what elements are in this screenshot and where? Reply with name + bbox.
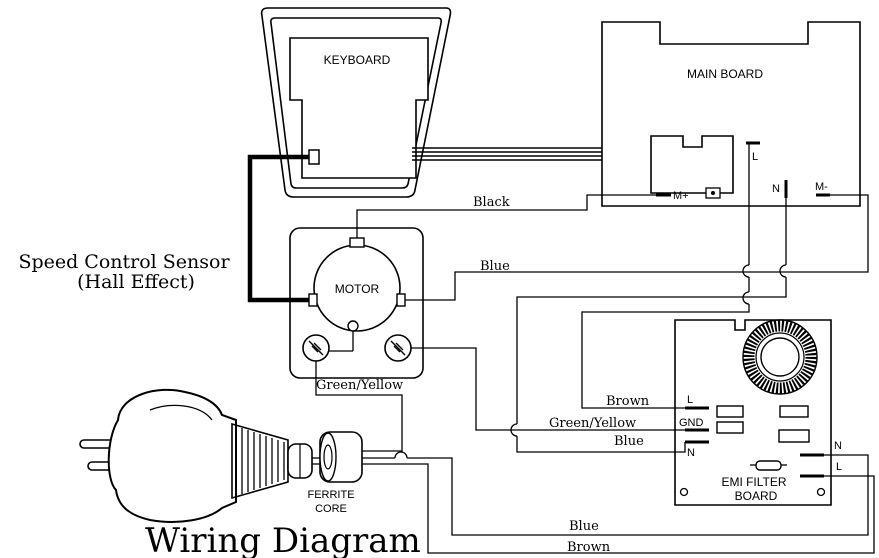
main-terminal-m-plus: M+: [673, 190, 689, 202]
sensor-label-line2: (Hall Effect): [77, 271, 195, 293]
keyboard-sensor-connector: [308, 149, 320, 165]
emi-label-line1: EMI FILTER: [721, 475, 786, 489]
diagram-title: Wiring Diagram: [145, 521, 421, 558]
wire-label-brown-bottom: Brown: [567, 540, 611, 555]
main-board: MAIN BOARD M+ L N M-: [601, 21, 861, 207]
hall-sensor-wire: [247, 154, 309, 303]
wire-label-green-yellow-motor: Green/Yellow: [316, 378, 403, 393]
keyboard-label: KEYBOARD: [324, 53, 391, 67]
wire-label-green-yellow-emi: Green/Yellow: [549, 416, 636, 431]
sensor-label-line1: Speed Control Sensor: [18, 251, 230, 273]
ribbon-cable: [412, 147, 614, 161]
emi-filter-board: EMI FILTER BOARD L GND N N L: [674, 319, 842, 506]
emi-terminal-gnd: GND: [679, 417, 704, 429]
wire-label-blue-bottom: Blue: [569, 519, 599, 534]
keyboard-unit: KEYBOARD: [260, 7, 452, 198]
motor-unit: MOTOR: [289, 227, 424, 379]
wires: [315, 143, 875, 554]
main-board-label: MAIN BOARD: [687, 67, 763, 81]
emi-out-terminal-l: L: [836, 461, 842, 473]
wire-label-blue-emi: Blue: [614, 434, 644, 449]
emi-label-line2: BOARD: [735, 489, 778, 503]
motor-brush-left: [302, 334, 330, 362]
wire-label-black: Black: [473, 195, 510, 210]
ferrite-core: FERRITE CORE: [307, 431, 363, 515]
wire-label-blue-motor: Blue: [480, 259, 510, 274]
main-terminal-l: L: [752, 151, 758, 163]
emi-out-terminal-n: N: [834, 440, 842, 452]
motor-label: MOTOR: [335, 282, 380, 296]
ferrite-label-line1: FERRITE: [307, 489, 354, 501]
mains-plug: [79, 388, 313, 523]
emi-terminal-n: N: [687, 447, 695, 459]
wire-label-brown-emi: Brown: [606, 394, 650, 409]
emi-terminal-l: L: [687, 394, 693, 406]
ferrite-label-line2: CORE: [315, 503, 347, 515]
main-terminal-m-minus: M-: [815, 181, 828, 193]
main-terminal-n: N: [772, 183, 780, 195]
motor-brush-right: [384, 334, 412, 362]
